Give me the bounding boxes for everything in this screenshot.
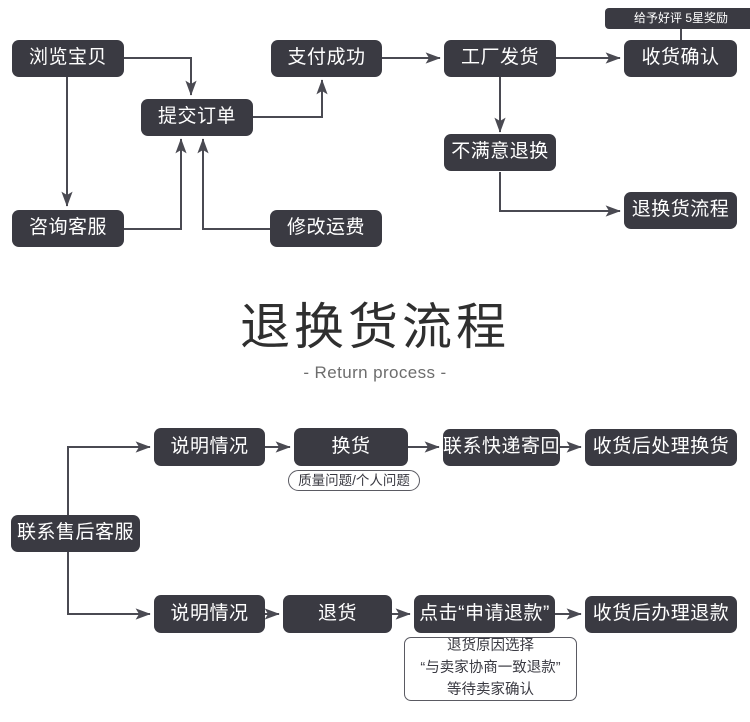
node-label: 点击“申请退款” [419, 602, 550, 624]
node-label: 支付成功 [287, 47, 366, 69]
page-title: 退换货流程 [240, 299, 510, 355]
node-submit-order[interactable]: 提交订单 [141, 99, 253, 136]
edge-contact-spine [67, 441, 151, 515]
node-label: 咨询客服 [28, 217, 107, 239]
node-label: 退货 [317, 602, 357, 624]
node-browse-goods[interactable]: 浏览宝贝 [12, 40, 124, 77]
node-handle-refund-after-receipt[interactable]: 收货后办理退款 [585, 596, 737, 633]
node-label: 修改运费 [286, 217, 365, 239]
node-unsatisfied-return[interactable]: 不满意退换 [444, 134, 556, 171]
annotation-label: 给予好评 5星奖励 [633, 10, 728, 25]
edge-consult-to-submit [124, 138, 187, 230]
annotation-refund-reason-note: 退货原因选择 “与卖家协商一致退款” 等待卖家确认 [404, 637, 577, 701]
annotation-quality-or-personal-issue: 质量问题/个人问题 [288, 470, 420, 491]
node-consult-service[interactable]: 咨询客服 [12, 210, 124, 247]
node-return-goods[interactable]: 退货 [283, 595, 392, 633]
edge-contact-spine-lower [67, 552, 151, 620]
node-explain-situation-return[interactable]: 说明情况 [154, 595, 265, 633]
edge-submit-to-pay [253, 79, 328, 118]
node-contact-after-sales[interactable]: 联系售后客服 [11, 515, 140, 552]
annotation-good-review-reward: 给予好评 5星奖励 [605, 8, 750, 29]
node-label: 说明情况 [170, 435, 249, 457]
node-label: 收货后处理换货 [592, 436, 730, 458]
node-return-exchange-process[interactable]: 退换货流程 [624, 192, 737, 229]
node-label: 工厂发货 [460, 47, 539, 69]
node-label: 换货 [331, 435, 371, 457]
node-handle-exchange-after-receipt[interactable]: 收货后处理换货 [585, 429, 737, 466]
page-subtitle: - Return process - [303, 363, 447, 382]
node-explain-situation-exchange[interactable]: 说明情况 [154, 428, 265, 466]
node-label: 说明情况 [170, 602, 249, 624]
node-label: 联系售后客服 [16, 522, 134, 544]
annotation-label: 退货原因选择 “与卖家协商一致退款” 等待卖家确认 [420, 638, 561, 698]
node-modify-freight[interactable]: 修改运费 [270, 210, 382, 247]
node-click-apply-refund[interactable]: 点击“申请退款” [414, 595, 555, 633]
node-label: 退换货流程 [631, 199, 730, 221]
node-payment-success[interactable]: 支付成功 [271, 40, 382, 77]
node-label: 联系快递寄回 [443, 436, 561, 458]
node-contact-courier-return[interactable]: 联系快递寄回 [443, 429, 560, 466]
edge-unsatisfy-to-returnflow [499, 172, 621, 217]
node-confirm-receipt[interactable]: 收货确认 [624, 40, 737, 77]
node-label: 提交订单 [157, 106, 236, 128]
node-label: 不满意退换 [451, 141, 549, 163]
node-label: 收货确认 [641, 47, 720, 69]
node-label: 浏览宝贝 [28, 47, 107, 69]
annotation-label: 质量问题/个人问题 [298, 472, 410, 488]
edge-browse-to-submit [124, 57, 197, 96]
node-exchange-goods[interactable]: 换货 [294, 428, 408, 466]
edge-freight-to-submit [197, 138, 270, 230]
node-label: 收货后办理退款 [592, 603, 730, 625]
title-block: 退换货流程 - Return process - [0, 300, 750, 383]
node-factory-ship[interactable]: 工厂发货 [444, 40, 556, 77]
